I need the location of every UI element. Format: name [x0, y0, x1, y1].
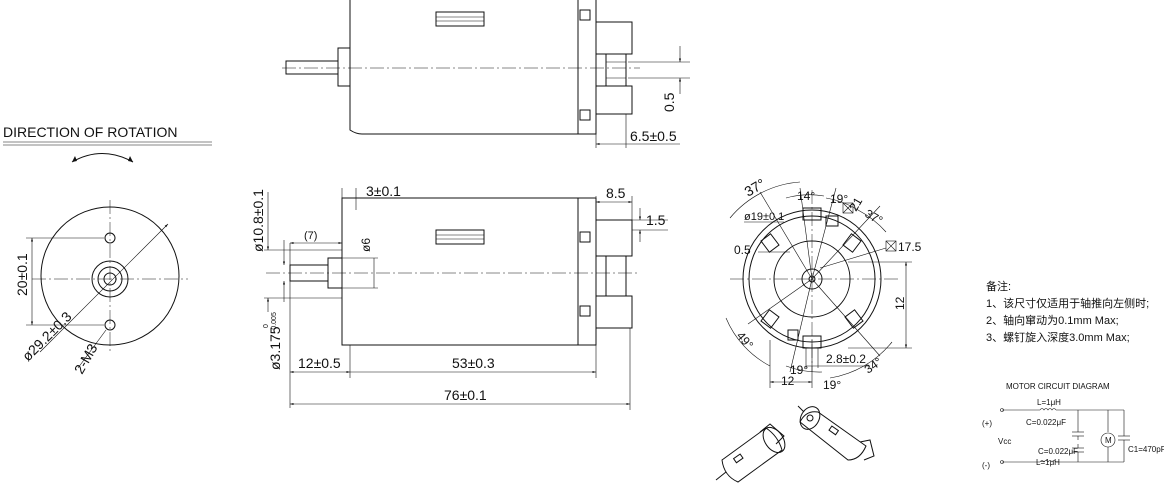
front-dim-screw: 2-M3 [71, 341, 101, 377]
side-dim-boss-len: (7) [304, 230, 317, 242]
inductor-top-icon [1039, 408, 1057, 411]
front-view: 20±0.1 ø29.2±0.3 2-M3 [14, 200, 188, 377]
circuit-plus: (+) [982, 419, 992, 428]
rear-ang-37a: 37° [742, 175, 768, 199]
side-view: 3±0.1 ø10.8±0.1 (7) ø6 ø3.175 0 -0.005 1… [250, 183, 668, 410]
rear-dim-12h: 12 [781, 374, 795, 388]
rear-ang-19a: 19° [830, 192, 848, 206]
circuit-title: MOTOR CIRCUIT DIAGRAM [1006, 382, 1110, 391]
rotation-section: DIRECTION OF ROTATION [3, 124, 212, 163]
rotation-title: DIRECTION OF ROTATION [3, 124, 177, 140]
side-dim-flange: 3±0.1 [366, 183, 401, 199]
isometric-motor-right [797, 405, 875, 461]
top-view: 0.5 6.5±0.5 [282, 0, 690, 148]
front-dim-pcd: ø29.2±0.3 [19, 308, 75, 364]
circuit-diagram: MOTOR CIRCUIT DIAGRAM M (+) (-) Vcc L=1μ… [982, 382, 1164, 470]
side-dim-term-w: 8.5 [606, 185, 626, 201]
rear-view: 37° 14° 19° 21 37° ø19±0.1 0.5 17.5 12 4… [725, 175, 922, 392]
rear-ang-14: 14° [797, 189, 815, 203]
circuit-l-bot: L=1μH [1036, 458, 1060, 467]
rear-ang-49: 49° [734, 329, 757, 352]
rear-dim-05: 0.5 [734, 243, 751, 257]
side-dim-shaft-tol-lower: -0.005 [271, 312, 278, 332]
notes-title: 备注: [986, 281, 1012, 293]
circuit-vcc: Vcc [998, 437, 1011, 446]
circuit-c-top: C=0.022μF [1026, 418, 1066, 427]
rotation-arrow-icon [71, 153, 134, 163]
side-dim-term-t: 1.5 [646, 212, 666, 228]
square-symbol-icon [842, 202, 854, 214]
isometric-motor-left [715, 423, 786, 483]
rear-dim-12v: 12 [893, 296, 907, 310]
circuit-c1: C1=470pF [1128, 445, 1164, 454]
side-dim-shaft: ø3.175 [267, 326, 283, 370]
side-dim-shaft-len: 12±0.5 [298, 355, 341, 371]
front-dim-height: 20±0.1 [14, 253, 30, 296]
rear-sq-21: 21 [846, 195, 865, 214]
note-item: 1、该尺寸仅适用于轴推向左侧时; [986, 298, 1150, 310]
circuit-motor: M [1105, 436, 1112, 445]
circuit-minus: (-) [982, 461, 990, 470]
note-item: 2、轴向窜动为0.1mm Max; [986, 315, 1119, 327]
top-dim-terminal: 6.5±0.5 [630, 128, 677, 144]
side-dim-total-len: 76±0.1 [444, 387, 487, 403]
rear-ang-19c: 19° [823, 378, 841, 392]
circuit-c-bot: C=0.022μF [1038, 447, 1078, 456]
side-dim-step: ø6 [359, 238, 373, 252]
side-dim-shaft-tol-upper: 0 [263, 324, 270, 328]
top-dim-pin: 0.5 [661, 92, 677, 112]
rear-dim-28: 2.8±0.2 [826, 352, 866, 366]
rear-ang-19b: 19° [790, 363, 808, 377]
notes-block: 备注: 1、该尺寸仅适用于轴推向左侧时; 2、轴向窜动为0.1mm Max; 3… [986, 279, 1149, 347]
circuit-l-top: L=1μH [1037, 398, 1061, 407]
rear-dia-19: ø19±0.1 [744, 211, 784, 223]
inductor-bottom-icon [1039, 460, 1057, 463]
side-dim-body-len: 53±0.3 [452, 355, 495, 371]
side-dim-boss-dia: ø10.8±0.1 [250, 189, 266, 252]
rear-sq-175: 17.5 [898, 240, 922, 254]
square-symbol-icon [885, 240, 897, 252]
rear-ang-37b: 37° [863, 206, 886, 227]
note-item: 3、螺钉旋入深度3.0mm Max; [986, 332, 1130, 344]
